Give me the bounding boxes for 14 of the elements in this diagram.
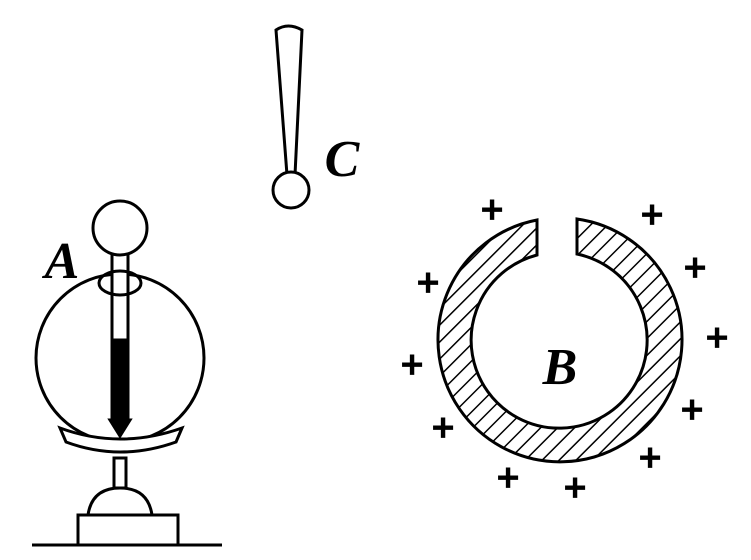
letter-label: A <box>44 236 80 288</box>
charge-sign: + <box>680 390 704 430</box>
charge-sign: + <box>496 458 520 498</box>
letter-label: C <box>324 134 360 186</box>
charge-sign: + <box>638 438 662 478</box>
charge-sign: + <box>563 468 587 508</box>
charge-sign: + <box>400 345 424 385</box>
charge-sign: + <box>416 263 440 303</box>
charge-sign: + <box>705 318 729 358</box>
charge-sign: + <box>431 408 455 448</box>
charge-sign: + <box>640 195 664 235</box>
charge-sign: + <box>683 248 707 288</box>
letter-label: B <box>542 342 578 394</box>
charge-sign: + <box>480 190 504 230</box>
